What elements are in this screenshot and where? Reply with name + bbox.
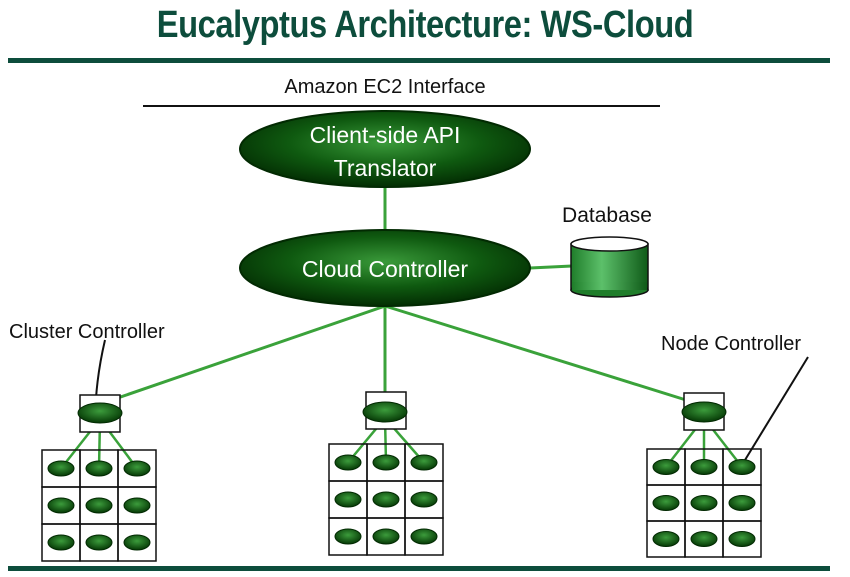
cluster-pointer [95,339,106,399]
node-controller-label: Node Controller [661,333,801,355]
node-pointer [744,356,809,461]
node-controller [372,454,400,471]
cluster-controller [362,401,408,423]
node-controller [652,531,680,547]
node-controller [47,534,75,551]
bottom-rule [8,566,830,571]
translator-line2: Translator [334,155,437,181]
main-links [102,186,703,407]
node-controller [372,491,400,508]
translator-oval [239,110,531,188]
translator-line1: Client-side API [310,122,461,148]
node-controller [690,531,718,547]
node-controller [47,497,75,514]
node-controller [410,454,438,471]
node-controller [728,531,756,547]
node-controller [372,528,400,545]
slide-title: Eucalyptus Architecture: WS-Cloud [156,4,694,46]
node-controller [123,534,151,551]
cloud-controller-label: Cloud Controller [302,256,469,282]
node-controller [728,495,756,511]
cloud-controller-oval [239,229,531,307]
node-controller [334,491,362,508]
interface-label: Amazon EC2 Interface [284,76,485,98]
node-controller [334,454,362,471]
node-controller [728,459,756,475]
database-label: Database [562,204,652,227]
cluster-controller [77,402,123,424]
cluster-group-center [328,391,444,556]
node-controller [85,497,113,514]
database-icon [570,236,649,298]
node-controller [410,528,438,545]
node-controller [85,460,113,477]
node-controller [410,491,438,508]
node-controller [123,460,151,477]
node-controller [690,459,718,475]
top-rule [8,58,830,63]
node-controller [334,528,362,545]
node-controller [123,497,151,514]
cluster-controller [681,401,727,423]
node-controller [652,495,680,511]
node-cell [722,520,762,558]
cluster-controller-label: Cluster Controller [9,321,165,343]
node-controller [652,459,680,475]
cluster-group-right [646,392,762,558]
node-cell [117,523,157,562]
node-controller [85,534,113,551]
node-controller [47,460,75,477]
node-cell [404,517,444,556]
node-controller [690,495,718,511]
cluster-group-left [41,394,157,562]
